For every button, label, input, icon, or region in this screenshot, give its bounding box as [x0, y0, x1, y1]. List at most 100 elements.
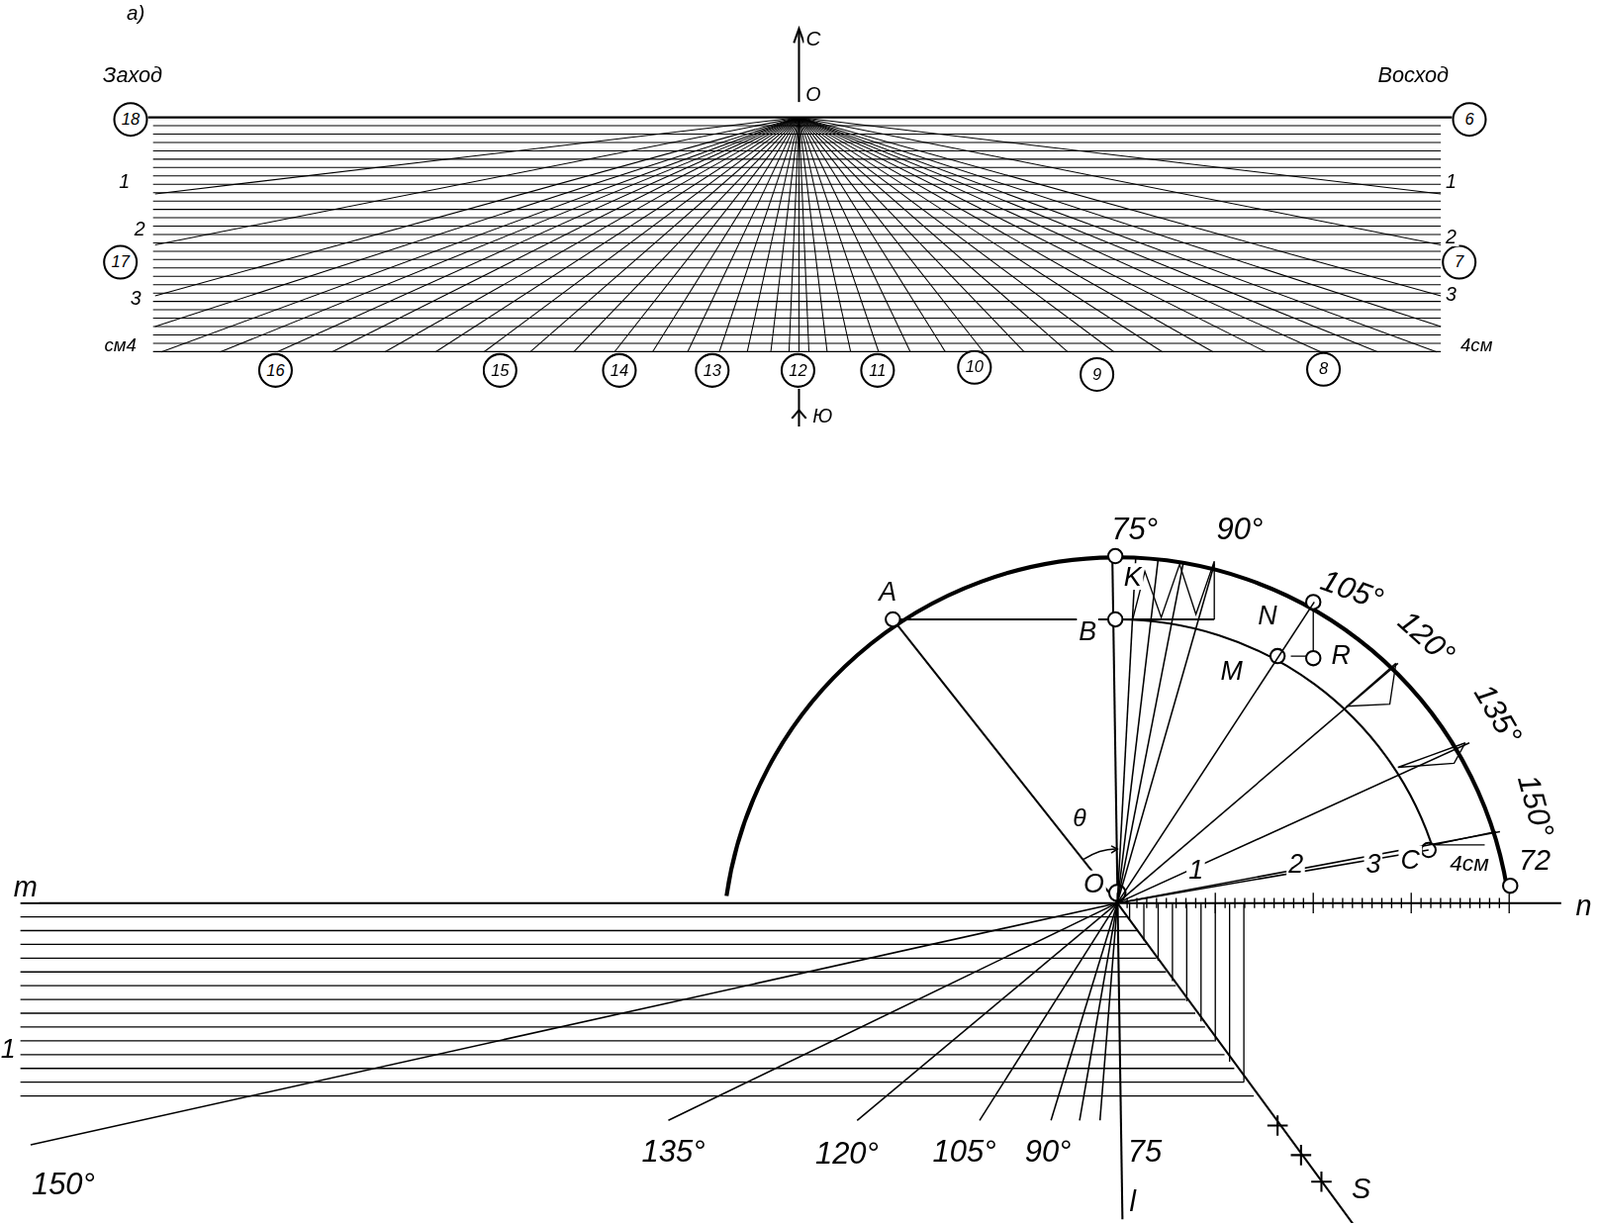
hour-ray — [788, 117, 799, 353]
hour-circle: 13 — [694, 353, 730, 388]
hatch-line — [1242, 903, 1244, 1083]
hour-ray — [798, 117, 1437, 353]
ruler-tick — [1381, 898, 1383, 909]
zigzag — [1398, 743, 1466, 768]
hour-ray — [770, 117, 799, 353]
hour-circle: 18 — [112, 101, 148, 137]
drawing-label: 75 — [1126, 1135, 1165, 1167]
bottom-construction — [20, 549, 1562, 1223]
hour-ray — [798, 117, 1266, 353]
shadow-ray — [856, 903, 1118, 1122]
drawing-label: 90° — [1215, 513, 1266, 545]
drawing-label: Восход — [1375, 63, 1451, 86]
hour-number: 15 — [490, 362, 509, 379]
sun-ray — [1117, 559, 1158, 904]
axis-s — [1117, 903, 1357, 1223]
angle-arrow — [1111, 846, 1118, 853]
drawing-label: 4см — [1447, 851, 1492, 875]
ruler-tick — [1469, 898, 1471, 909]
drawing-label: 75° — [1109, 513, 1160, 545]
hour-ray — [155, 117, 800, 194]
hour-ray — [798, 117, 827, 353]
drawing-label: M — [1218, 657, 1244, 684]
hour-ray — [798, 117, 1441, 327]
ruler-tick — [1331, 898, 1333, 909]
star-marks — [1267, 1115, 1332, 1192]
scale-line — [153, 292, 1441, 294]
drawing-label: а) — [124, 1, 147, 23]
ruler-tick — [1313, 892, 1315, 914]
drawing-label: Заход — [100, 63, 165, 86]
drawing-label: 120° — [813, 1137, 881, 1169]
hatch-line — [20, 1012, 1196, 1014]
scale-line — [153, 325, 1441, 327]
hour-ray — [277, 117, 800, 353]
drawing-label: B — [1076, 617, 1099, 645]
hatch-line — [1228, 903, 1230, 1062]
drawing-label: 105° — [930, 1135, 998, 1167]
sun-ray — [1117, 743, 1470, 904]
drawing-label: 2 — [1286, 849, 1306, 877]
south-fork — [791, 410, 806, 419]
scale-line — [153, 259, 1441, 261]
scale-line — [153, 351, 1441, 353]
hour-circle: 6 — [1451, 101, 1487, 137]
hour-ray — [798, 117, 1025, 353]
drawing-label: С — [803, 28, 823, 50]
drawing-label: N — [1255, 601, 1279, 629]
hour-number: 6 — [1464, 110, 1474, 128]
hour-ray — [798, 117, 1068, 353]
sun-ray — [1117, 558, 1136, 904]
hour-circle: 8 — [1306, 352, 1341, 387]
drawing-label: m — [11, 873, 40, 903]
ruler-tick — [1459, 898, 1461, 909]
scale-line — [153, 276, 1441, 278]
drawing-label: 4см — [1458, 335, 1495, 355]
drawing-label: S — [1349, 1174, 1373, 1204]
ruler-tick — [1215, 892, 1217, 914]
scale-line — [153, 191, 1441, 193]
points — [885, 549, 1517, 902]
hour-ray — [435, 117, 799, 353]
ruler-tick — [1401, 898, 1403, 909]
hatch-line — [1129, 903, 1130, 921]
top-chart — [148, 28, 1453, 427]
ruler-tick — [1205, 898, 1207, 909]
hatch-line — [20, 943, 1147, 945]
ruler-tick — [1273, 898, 1275, 909]
axis-m-n — [20, 902, 1562, 905]
ruler-tick — [1185, 898, 1187, 909]
hour-ray — [219, 117, 799, 353]
drawing-label: l — [1127, 1187, 1138, 1217]
scale-line — [153, 233, 1441, 235]
hour-circle: 11 — [859, 353, 895, 388]
hour-circle: 9 — [1079, 357, 1115, 392]
ruler-tick — [1411, 892, 1412, 914]
hatch-line — [20, 1039, 1216, 1041]
hatch-line — [20, 1081, 1245, 1083]
hour-circle: 17 — [102, 245, 138, 281]
drawing-label: K — [1122, 563, 1144, 590]
ruler-tick — [1195, 898, 1197, 909]
scale-line — [153, 150, 1441, 152]
hour-ray — [155, 117, 800, 246]
ruler-tick — [1175, 898, 1177, 909]
scale-line — [153, 250, 1441, 252]
drawing-label: C — [1398, 846, 1421, 873]
hour-circle: 12 — [780, 353, 816, 388]
hatch-line — [1142, 903, 1144, 942]
hour-circle: 14 — [601, 353, 637, 388]
hour-ray — [798, 117, 1441, 194]
drawing-label: A — [876, 578, 899, 606]
drawing-label: 90° — [1023, 1135, 1074, 1167]
drawing-label: 105° — [1315, 564, 1390, 616]
ruler-tick — [1243, 898, 1245, 909]
hatch-line — [1200, 903, 1202, 1023]
ruler-tick — [1489, 898, 1491, 909]
scale-line — [153, 225, 1441, 227]
shadow-ray — [1079, 903, 1118, 1122]
ruler-tick — [1351, 898, 1353, 909]
hour-number: 16 — [266, 362, 284, 379]
